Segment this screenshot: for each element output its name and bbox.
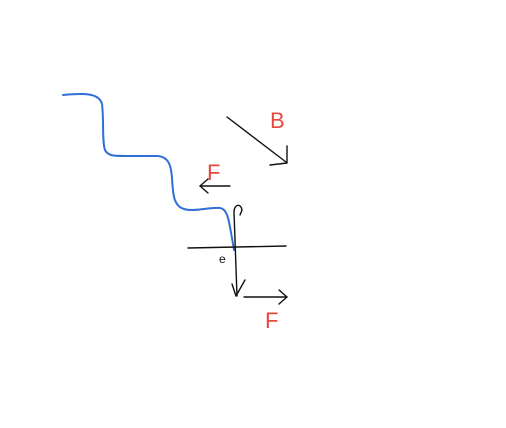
point-label: e: [219, 252, 226, 266]
force-arrow-right: [243, 289, 288, 305]
force-arrow-left: [199, 178, 231, 194]
magnetic-field-arrow: [226, 116, 288, 166]
force-label-right: F: [265, 308, 278, 333]
magnetic-field-label: B: [270, 108, 285, 133]
force-label-left: F: [207, 160, 220, 185]
wire-curve: [62, 93, 235, 251]
horizontal-axis-line: [187, 245, 287, 249]
vertical-rod: [231, 204, 246, 297]
